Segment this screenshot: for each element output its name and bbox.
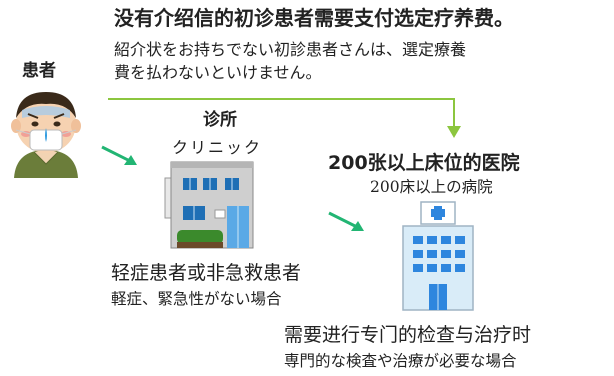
hospital-building-icon [402, 201, 474, 311]
arrow-clinic-to-hospital [328, 211, 364, 231]
header-subtitle-line1: 紹介状をお持ちでない初診患者さんは、選定療養 [114, 40, 467, 59]
clinic-caption: 轻症患者或非急救患者 [111, 262, 302, 284]
clinic-building-icon [164, 161, 254, 249]
patient-label: 患者 [22, 61, 56, 81]
arrow-to-clinic [101, 145, 137, 165]
hospital-caption-jp: 専門的な検査や治療が必要な場合 [284, 352, 517, 370]
clinic-label-jp: クリニック [172, 138, 263, 157]
header-subtitle: 紹介状をお持ちでない初診患者さんは、選定療養 費を払わないといけません。 [114, 38, 614, 84]
clinic-caption-jp: 軽症、緊急性がない場合 [111, 290, 282, 308]
header-title: 没有介绍信的初诊患者需要支付选定疗养费。 [114, 6, 514, 30]
hospital-caption: 需要进行专门的检查与治疗时 [284, 324, 532, 346]
hospital-label: 200张以上床位的医院 [328, 152, 520, 174]
hospital-label-jp: 200床以上の病院 [370, 178, 493, 196]
header-subtitle-line2: 費を払わないといけません。 [114, 63, 322, 83]
clinic-label: 诊所 [203, 110, 237, 130]
sick-patient-icon [11, 92, 81, 178]
arrow-to-hospital [108, 98, 461, 138]
